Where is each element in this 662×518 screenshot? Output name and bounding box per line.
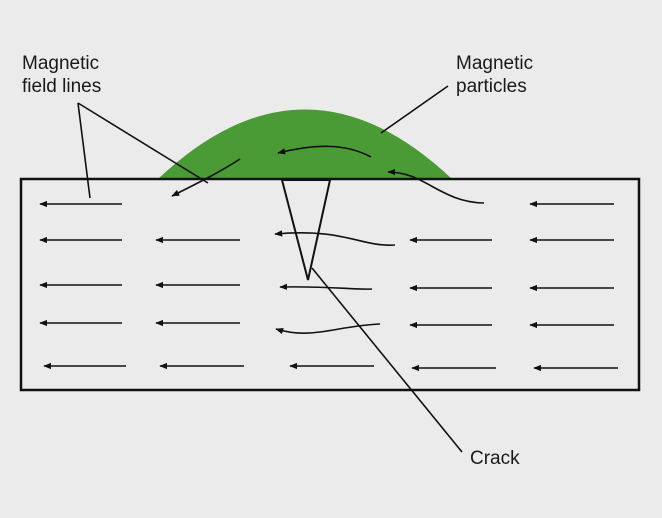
- label-magnetic-particles: Magnetic particles: [456, 52, 533, 98]
- field-line-arrows: [39, 145, 618, 372]
- label-line: particles: [456, 76, 527, 97]
- label-line: field lines: [22, 76, 102, 97]
- field-arrow-curved: [274, 230, 396, 246]
- label-crack: Crack: [470, 448, 520, 469]
- field-arrow-curved: [275, 323, 381, 335]
- label-line: Magnetic: [22, 53, 100, 74]
- crack: [280, 179, 332, 281]
- magnetic-particle-mound: [158, 109, 452, 179]
- leakage-field-arrow: [387, 168, 485, 204]
- field-lines-leader: [77, 102, 91, 199]
- field-arrow-curved: [279, 283, 373, 291]
- workpiece-body: [19, 177, 641, 392]
- crack-leader: [311, 267, 463, 453]
- leader-lines: [77, 85, 463, 453]
- field-lines-leader: [77, 102, 209, 184]
- label-magnetic-field-lines: Magnetic field lines: [22, 52, 101, 98]
- leakage-field-arrow: [171, 158, 241, 197]
- leakage-field-arrow: [277, 145, 372, 158]
- particles-leader: [380, 85, 449, 134]
- label-line: Magnetic: [456, 53, 534, 74]
